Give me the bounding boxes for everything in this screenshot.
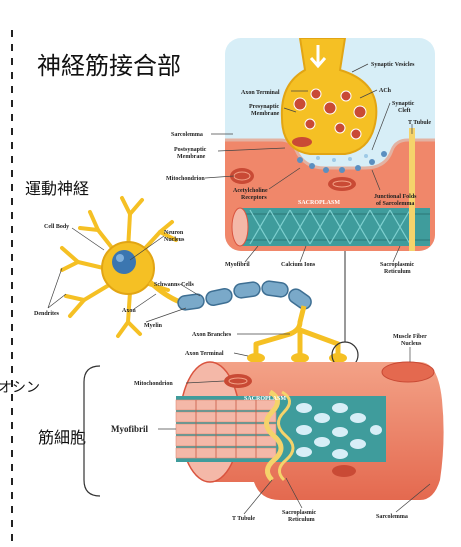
- inset-presynaptic-label-2: Membrane: [251, 111, 280, 117]
- fiber-t-tubule-label: T Tubule: [232, 516, 255, 522]
- inset-sacro-reticulum-label-2: Reticulum: [384, 269, 411, 275]
- inset-synaptic-cleft-label-2: Cleft: [398, 108, 411, 114]
- inset-calcium-ions-label: Calcium Ions: [281, 262, 316, 268]
- inset-mitochondrion-label: Mitochondrion: [166, 176, 205, 182]
- muscle-fiber: SACROPLASM: [176, 362, 444, 500]
- main-title: 神経筋接合部: [37, 52, 181, 80]
- inset-axon-terminal-label: Axon Terminal: [241, 90, 280, 96]
- fiber-myofibril-label: Myofibril: [111, 424, 148, 434]
- inset-synaptic-vesicles-label: Synaptic Vesicles: [371, 62, 415, 68]
- cell-body-label: Cell Body: [44, 224, 69, 230]
- fiber-mitochondrion-label: Mitochondrion: [134, 381, 173, 387]
- axon-branches-label: Axon Branches: [192, 332, 232, 338]
- inset-postsynaptic-label-1: Postsynaptic: [174, 147, 207, 153]
- cut-off-text: オシン: [0, 380, 40, 396]
- inset-junctional-folds-label-1: Junctional Folds: [374, 194, 417, 200]
- neuron-nucleus-label-2: Nucleus: [164, 237, 185, 243]
- axon-terminal-label: Axon Terminal: [185, 351, 224, 357]
- myelin-label: Myelin: [144, 323, 163, 329]
- inset-t-tubule-label: T Tubule: [408, 120, 431, 126]
- neuron-nucleus-label-1: Neuron: [164, 230, 184, 236]
- muscle-fiber-nucleus-label-1: Muscle Fiber: [393, 334, 427, 340]
- inset-junctional-folds-label-2: of Sarcolemma: [376, 201, 414, 207]
- dendrites-label: Dendrites: [34, 311, 60, 317]
- motor-nerve-title: 運動神経: [25, 179, 89, 198]
- inset-synaptic-cleft-label-1: Synaptic: [392, 101, 415, 107]
- inset-postsynaptic-label-2: Membrane: [177, 154, 206, 160]
- muscle-cell-bracket: [84, 366, 100, 496]
- fiber-sacro-reticulum-label-1: Sacroplasmic: [282, 510, 317, 516]
- inset-presynaptic-label-1: Presynaptic: [249, 104, 280, 110]
- inset-myofibril-label: Myofibril: [225, 262, 250, 268]
- zoom-inset: SACROPLASM Axon Termina: [225, 38, 435, 251]
- fiber-sarcolemma-label: Sarcolemma: [376, 514, 408, 520]
- fiber-sacroplasm-label: SACROPLASM: [244, 396, 286, 402]
- inset-sacro-reticulum-label-1: Sacroplasmic: [380, 262, 415, 268]
- inset-sarcolemma-label: Sarcolemma: [171, 132, 203, 138]
- inset-sacroplasm-label: SACROPLASM: [298, 200, 340, 206]
- inset-ach-label: ACh: [379, 88, 392, 94]
- muscle-cell-title: 筋細胞: [38, 428, 86, 447]
- muscle-fiber-nucleus-label-2: Nucleus: [401, 341, 422, 347]
- fiber-sacro-reticulum-label-2: Reticulum: [288, 517, 315, 523]
- inset-ach-receptors-label-1: Acetylcholine: [233, 188, 268, 194]
- schwanns-cells-label: Schwanns Cells: [154, 282, 195, 288]
- inset-ach-receptors-label-2: Receptors: [241, 195, 267, 201]
